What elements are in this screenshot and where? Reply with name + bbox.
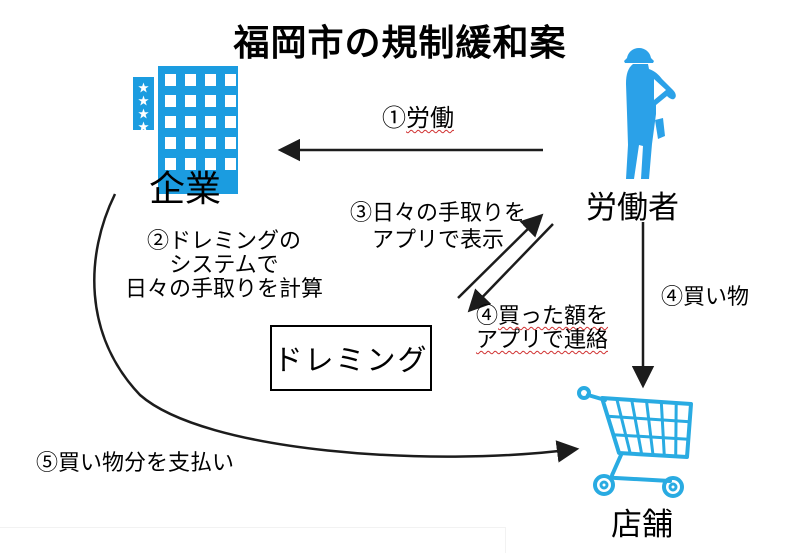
step2-line2: システムで [169,252,279,277]
store-cart-icon [577,386,693,498]
worker-label: 労働者 [586,190,679,225]
step5-payment-label: ⑤買い物分を支払い [36,450,235,475]
arrow-step5-payment [93,193,580,463]
step4-notify-label: ④買った額を アプリで連絡 [453,304,631,352]
store-label: 店舗 [611,507,673,542]
step4-number: ④ [475,303,498,328]
step4-notify-line2: アプリで連絡 [475,327,608,352]
step2-line1: ②ドレミングの [146,228,301,253]
cart-grid [606,397,692,458]
step1-labor-label: ①労働 [382,107,454,131]
arrows [93,138,655,463]
step2-calc-label: ②ドレミングの システムで 日々の手取りを計算 [120,229,328,301]
company-building-icon [133,66,238,194]
step1-number: ① [382,105,406,132]
arrow-step4-notify-app [467,223,554,313]
building-stars [138,82,149,132]
step2-line3: 日々の手取りを計算 [124,276,323,301]
arrow-step3-show-app [457,213,544,299]
doreming-box: ドレミング [270,325,432,391]
doreming-label: ドレミング [273,345,429,377]
slide-edge-horizontal [0,527,505,528]
worker-icon [624,48,676,179]
company-label: 企業 [149,168,222,209]
step4-notify-line1: 買った額を [498,303,609,328]
step1-text: 労働 [406,105,454,132]
step4-shopping-label: ④買い物 [661,284,750,309]
step3-line1: ③日々の手取りを [349,200,526,225]
building-windows [165,74,236,170]
step3-display-label: ③日々の手取りを アプリで表示 [342,199,534,253]
step3-line2: アプリで表示 [371,227,504,252]
slide-edge-vertical [505,527,506,553]
page-title: 福岡市の規制緩和案 [233,22,567,63]
